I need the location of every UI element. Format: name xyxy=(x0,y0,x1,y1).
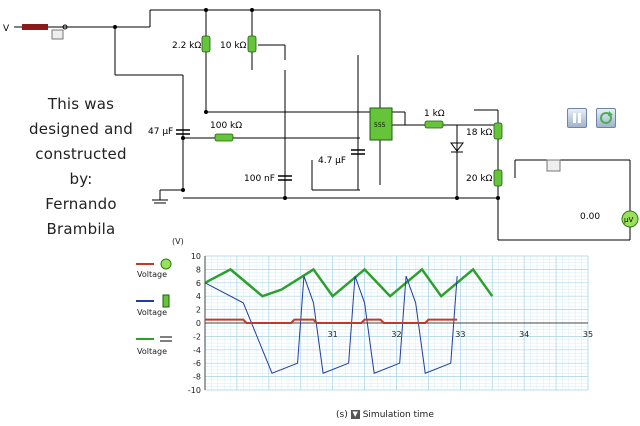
source-label: V xyxy=(3,24,10,34)
legend-label: Voltage xyxy=(137,347,168,356)
pause-button[interactable] xyxy=(567,108,587,128)
credit-line: by: xyxy=(69,170,93,188)
credit-line: This was xyxy=(47,95,115,113)
resistor-1k[interactable] xyxy=(424,120,444,129)
y-tick-label: -8 xyxy=(193,373,201,382)
y-tick-label: -2 xyxy=(193,332,201,341)
potentiometer-10k[interactable] xyxy=(247,35,257,53)
y-tick-label: 2 xyxy=(196,306,201,315)
x-unit: (s) xyxy=(336,410,348,420)
r3-label: 100 kΩ xyxy=(210,121,242,131)
resistor-2k2[interactable] xyxy=(201,35,211,53)
series-line xyxy=(204,275,458,374)
meter-unit: µV xyxy=(624,216,633,224)
series-line xyxy=(205,318,458,324)
voltmeter-icon xyxy=(160,258,172,270)
voltage-source[interactable]: V xyxy=(3,24,68,40)
circuit-schematic: V 555 µV 2.2 kΩ 10 kΩ 100 kΩ 47 µF xyxy=(3,8,639,241)
x-tick-label: 32 xyxy=(391,330,401,339)
r2-label: 10 kΩ xyxy=(220,41,247,51)
legend-item[interactable] xyxy=(136,293,176,312)
x-ticks: 31 32 33 34 35 xyxy=(328,330,594,339)
series-layer xyxy=(204,267,494,374)
ic-555[interactable]: 555 xyxy=(369,107,393,141)
credit-line: designed and xyxy=(29,120,133,138)
y-tick-label: 10 xyxy=(191,252,201,261)
meter-value: 0.00 xyxy=(580,212,601,222)
pause-icon xyxy=(573,113,581,123)
ic-label: 555 xyxy=(374,122,386,129)
led[interactable] xyxy=(450,142,464,153)
y-tick-label: 6 xyxy=(196,279,201,288)
legend-label: Voltage xyxy=(137,308,168,317)
x-axis-controls: (s)▼Simulation time xyxy=(336,410,434,420)
credit-line: Fernando xyxy=(45,195,117,213)
legend-item[interactable] xyxy=(136,331,176,350)
x-tick-label: 35 xyxy=(583,330,593,339)
y-tick-label: 8 xyxy=(196,265,201,274)
led-icon xyxy=(162,294,170,308)
chevron-down-icon[interactable]: ▼ xyxy=(350,410,360,419)
c3-label: 4.7 µF xyxy=(318,156,346,166)
r6-label: 20 kΩ xyxy=(466,174,493,184)
credit-text: This was designed and constructed by: Fe… xyxy=(22,92,140,242)
r1-label: 2.2 kΩ xyxy=(172,41,201,51)
y-tick-label: 4 xyxy=(196,292,201,301)
voltmeter[interactable]: µV xyxy=(621,210,639,228)
x-tick-label: 33 xyxy=(455,330,465,339)
potentiometer-20k[interactable] xyxy=(493,169,503,187)
y-tick-label: -6 xyxy=(193,359,201,368)
x-tick-label: 34 xyxy=(519,330,529,339)
switch-box[interactable] xyxy=(546,159,561,172)
y-ticks: 10 8 6 4 2 0 -2 -4 -6 -8 -10 xyxy=(188,252,201,395)
legend-item[interactable] xyxy=(136,256,176,275)
series-line xyxy=(204,267,494,299)
credit-line: Brambila xyxy=(46,220,116,238)
r5-label: 18 kΩ xyxy=(466,128,493,138)
refresh-icon xyxy=(600,111,613,124)
c2-label: 100 nF xyxy=(244,174,275,184)
y-tick-label: -4 xyxy=(193,346,201,355)
resistor-18k[interactable] xyxy=(493,122,503,140)
capacitor-icon xyxy=(160,336,172,342)
y-tick-label: 0 xyxy=(196,319,201,328)
x-tick-label: 31 xyxy=(328,330,338,339)
resistor-100k[interactable] xyxy=(214,133,234,142)
legend-label: Voltage xyxy=(137,270,168,279)
x-axis-label: Simulation time xyxy=(362,410,434,420)
credit-line: constructed xyxy=(35,145,127,163)
r4-label: 1 kΩ xyxy=(424,109,445,119)
y-axis-label: (V) xyxy=(172,237,184,246)
y-tick-label: -10 xyxy=(188,386,201,395)
c1-label: 47 µF xyxy=(148,127,173,137)
reset-button[interactable] xyxy=(596,108,616,128)
